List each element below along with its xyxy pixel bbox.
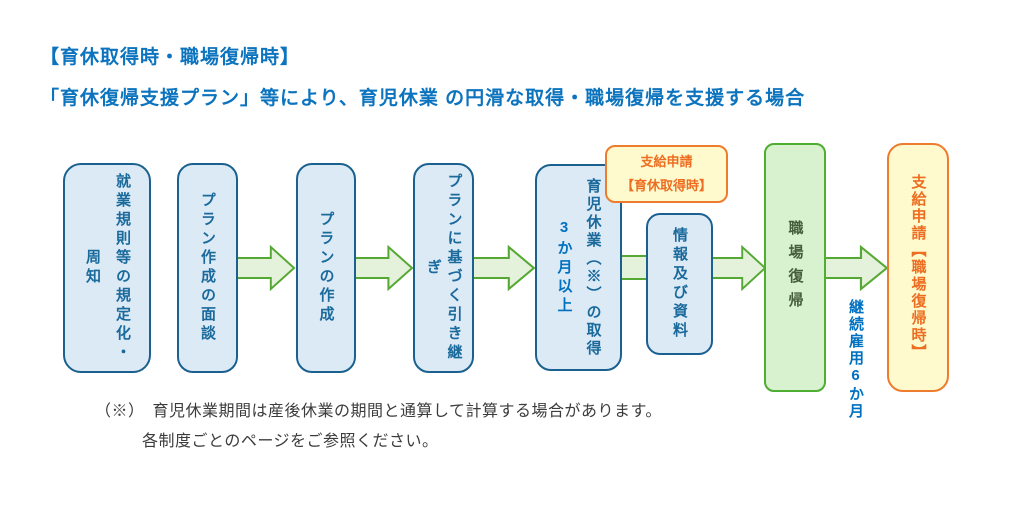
flow-arrow-icon: [234, 245, 296, 291]
step-information-label: 情報及び資料: [671, 227, 688, 341]
payment-application-return-box: 支給申請【職場復帰時】: [887, 143, 949, 392]
step-handover-label: プランに基づく引き継ぎ: [424, 173, 463, 363]
footnote-line2: 各制度ごとのページをご参照ください。: [142, 433, 439, 450]
step-plan-creation-label: プランの作成: [317, 211, 335, 325]
footnote-line1: （※） 育児休業期間は産後休業の期間と通算して計算する場合があります。: [95, 397, 662, 421]
step-regulations-label: 就業規則等の規定化・ 周知: [84, 173, 131, 363]
step-plan-creation-box: プランの作成: [296, 163, 356, 373]
page-subtitle: 「育休復帰支援プラン」等により、育児休業 の円滑な取得・職場復帰を支援する場合: [40, 88, 806, 109]
payment-application-leave-line1: 支給申請: [640, 154, 693, 169]
step-childcare-leave-label: 育児休業（※）の取得: [584, 177, 602, 358]
flow-arrow-icon: [351, 245, 414, 291]
step-plan-interview-label: プラン作成の面談: [199, 192, 216, 344]
payment-application-return-label: 支給申請【職場復帰時】: [909, 174, 927, 361]
step-regulations-box: 就業規則等の規定化・ 周知: [63, 163, 151, 373]
step-information-box: 情報及び資料: [646, 213, 713, 355]
step-plan-interview-box: プラン作成の面談: [177, 163, 238, 373]
page-title: 【育休取得時・職場復帰時】: [40, 47, 301, 68]
flow-arrow-icon: [820, 245, 889, 291]
flow-arrow-icon: [706, 245, 767, 291]
footnote-marker: （※）: [95, 403, 145, 420]
payment-application-leave-callout: 支給申請 【育休取得時】: [605, 145, 728, 203]
step-handover-box: プランに基づく引き継ぎ: [413, 163, 474, 373]
return-to-work-label: 職場復帰: [786, 219, 804, 316]
footnote-text1: 育児休業期間は産後休業の期間と通算して計算する場合があります。: [152, 403, 662, 420]
step-childcare-leave-content: 3か月以上 育児休業（※）の取得: [554, 178, 604, 358]
step-childcare-leave-duration: 3か月以上: [555, 219, 573, 316]
return-to-work-box: 職場復帰: [764, 143, 826, 392]
continued-employment-note: 継続雇用6か月: [847, 299, 864, 420]
payment-application-leave-line2: 【育休取得時】: [620, 178, 712, 193]
flow-arrow-icon: [469, 245, 536, 291]
